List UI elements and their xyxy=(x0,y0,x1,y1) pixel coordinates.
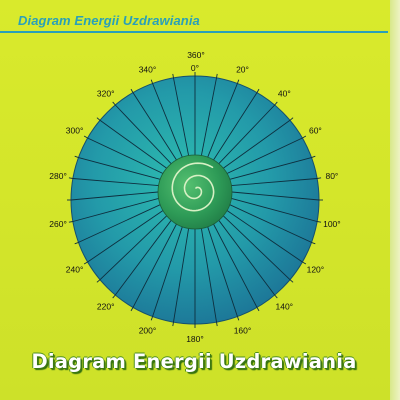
dial-label-160: 160° xyxy=(234,326,252,336)
dial-outer-tick xyxy=(216,73,218,78)
dial-label-320: 320° xyxy=(97,89,115,99)
footer-title: Diagram Energii Uzdrawiania xyxy=(31,350,357,373)
dial-tick-line xyxy=(99,215,168,281)
dial-tick-line xyxy=(226,210,303,263)
dial-tick-line xyxy=(231,197,318,222)
header-title: Diagram Energii Uzdrawiania xyxy=(18,13,200,28)
dial-outer-tick xyxy=(83,135,88,139)
dial-tick-line xyxy=(78,204,161,243)
dial-tick-line xyxy=(200,77,217,156)
page-edge xyxy=(390,0,400,400)
dial-label-240: 240° xyxy=(66,265,84,275)
dial-labels: 0° 20° 40° 60° 80° 100° 120° 140° 160° 180° 200° 22… xyxy=(49,63,340,344)
dial-tick-line xyxy=(231,191,320,201)
dial-tick-line xyxy=(231,178,318,187)
dial-tick-line xyxy=(132,223,177,308)
label-360: 360° xyxy=(187,50,205,60)
dial-label-340: 340° xyxy=(139,64,157,74)
dial-tick-line xyxy=(229,157,312,180)
dial-tick-line xyxy=(70,191,159,201)
dial-label-280: 280° xyxy=(49,171,67,181)
dial-outer-tick xyxy=(68,177,73,179)
dial-label-140: 140° xyxy=(276,302,294,312)
dial-tick-line xyxy=(87,210,164,263)
dial-tick-line xyxy=(72,197,159,222)
dial-outer-tick xyxy=(236,316,240,321)
dial-tick-line xyxy=(226,137,303,174)
dial-label-120: 120° xyxy=(307,265,325,275)
dial-outer-tick xyxy=(68,221,73,223)
dial-tick-line xyxy=(200,228,217,323)
dial-tick-line xyxy=(87,137,164,174)
dial-tick-line xyxy=(207,83,238,158)
dial-tick-line xyxy=(114,220,172,296)
dial-tick-line xyxy=(78,157,161,180)
dial-outer-tick xyxy=(74,155,79,159)
dial-outer-tick xyxy=(216,322,218,327)
dial-outer-tick xyxy=(317,177,322,179)
dial-label-220: 220° xyxy=(97,302,115,312)
dial-outer-tick xyxy=(289,117,294,121)
dial-tick-line xyxy=(132,92,177,161)
dial-outer-tick xyxy=(150,79,154,84)
dial-tick-line xyxy=(99,119,167,169)
dial-tick-line xyxy=(173,228,190,323)
dial-label-60: 60° xyxy=(309,126,322,136)
dial-label-20: 20° xyxy=(236,64,249,74)
dial-label-0: 0° xyxy=(191,63,199,73)
header-rule xyxy=(0,31,388,33)
dial-label-80: 80° xyxy=(325,171,338,181)
dial-outer-tick xyxy=(274,101,278,106)
dial-tick-line xyxy=(229,204,312,243)
dial-outer-tick xyxy=(130,307,134,312)
dial-outer-tick xyxy=(236,79,240,84)
dial-outer-tick xyxy=(112,294,116,299)
dial-tick-line xyxy=(152,226,183,317)
dial-outer-tick xyxy=(311,155,316,159)
dial-label-40: 40° xyxy=(278,89,291,99)
dial-tick-line xyxy=(72,178,159,187)
dial-tick-line xyxy=(173,77,190,156)
dial-outer-tick xyxy=(256,88,260,93)
dial-label-300: 300° xyxy=(66,126,84,136)
spiral-icon xyxy=(171,162,215,212)
dial-outer-tick xyxy=(172,73,174,78)
dial-tick-line xyxy=(213,92,258,161)
dial-tick-line xyxy=(114,104,172,165)
dial-tick-line xyxy=(207,226,238,317)
dial-outer-tick xyxy=(112,101,116,106)
dial-tick-line xyxy=(218,220,276,296)
dial-outer-tick xyxy=(83,261,88,265)
dial-outer-tick xyxy=(172,322,174,327)
dial-outer-tick xyxy=(302,135,307,139)
dial-outer-tick xyxy=(256,307,260,312)
dial-tick-line xyxy=(218,104,276,165)
dial-tick-line xyxy=(152,83,183,158)
dial-outer-tick xyxy=(274,294,278,299)
dial-outer-tick xyxy=(130,88,134,93)
dial-label-180: 180° xyxy=(186,334,204,344)
dial-outer-tick xyxy=(150,316,154,321)
dial-tick-line xyxy=(213,223,258,308)
dial-label-100: 100° xyxy=(323,219,341,229)
dial-outer-tick xyxy=(317,221,322,223)
dial-tick-line xyxy=(222,215,291,281)
dial-label-260: 260° xyxy=(49,219,67,229)
center-circle xyxy=(157,154,233,230)
dial-outer-tick xyxy=(74,241,79,245)
dial-outer-tick xyxy=(311,241,316,245)
dial-label-200: 200° xyxy=(139,326,157,336)
dial-outer-tick xyxy=(289,279,294,283)
dial-outer-tick xyxy=(302,261,307,265)
dial-outer-tick xyxy=(96,279,101,283)
dial-outer-tick xyxy=(96,117,101,121)
dial-tick-line xyxy=(223,119,291,169)
dial-ticks xyxy=(67,72,323,328)
